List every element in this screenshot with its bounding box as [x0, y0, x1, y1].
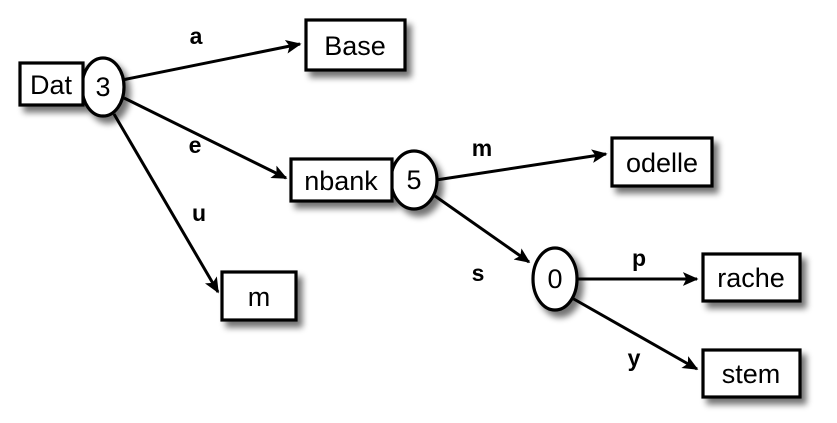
edge-line-m — [435, 149, 608, 182]
edge-n5-n0[interactable] — [434, 194, 531, 264]
edge-n3-m[interactable] — [112, 113, 220, 294]
node-m-box — [220, 270, 298, 322]
node-base[interactable] — [304, 18, 407, 72]
edge-label-y: y — [628, 345, 641, 371]
node-stem-box — [701, 348, 802, 399]
edge-label-e: e — [189, 132, 202, 158]
edge-line-e — [123, 96, 288, 180]
edge-line-a — [121, 40, 302, 82]
node-nbank-box — [289, 157, 394, 203]
edge-labels-layer: a e u m s p y — [189, 23, 646, 371]
node-0-ellipse — [531, 246, 579, 312]
node-dat-3[interactable] — [18, 56, 126, 118]
node-rache[interactable] — [701, 252, 802, 303]
node-5-label: 5 — [406, 165, 421, 195]
edge-n3-base[interactable] — [121, 40, 302, 82]
node-odelle-label: odelle — [626, 148, 698, 178]
node-base-label: Base — [324, 31, 386, 61]
edge-n3-n5[interactable] — [123, 96, 288, 180]
edge-n0-stem[interactable] — [571, 296, 699, 371]
node-0-label: 0 — [547, 264, 562, 294]
node-base-box — [304, 18, 407, 72]
node-m-label: m — [248, 282, 271, 312]
node-3-label: 3 — [95, 72, 110, 102]
edge-label-a: a — [190, 23, 203, 49]
node-zero[interactable] — [531, 246, 579, 312]
node-nbank-5[interactable] — [289, 149, 439, 211]
node-dat-box — [18, 61, 85, 107]
edge-line-u — [112, 113, 220, 294]
node-stem-label: stem — [722, 359, 781, 389]
node-nbank-label: nbank — [304, 166, 378, 196]
edge-label-s: s — [472, 260, 485, 286]
node-m-leaf[interactable] — [220, 270, 298, 322]
node-rache-box — [701, 252, 802, 303]
node-odelle-box — [610, 136, 714, 188]
edge-line-s — [434, 194, 531, 264]
node-stem[interactable] — [701, 348, 802, 399]
edge-n5-odelle[interactable] — [435, 149, 608, 182]
edge-label-p: p — [632, 245, 646, 271]
node-rache-label: rache — [717, 263, 785, 293]
node-dat-label: Dat — [30, 70, 73, 100]
edge-label-m: m — [472, 135, 492, 161]
edges-layer — [112, 40, 699, 371]
edge-label-u: u — [192, 200, 206, 226]
edge-line-y — [571, 296, 699, 371]
node-odelle[interactable] — [610, 136, 714, 188]
